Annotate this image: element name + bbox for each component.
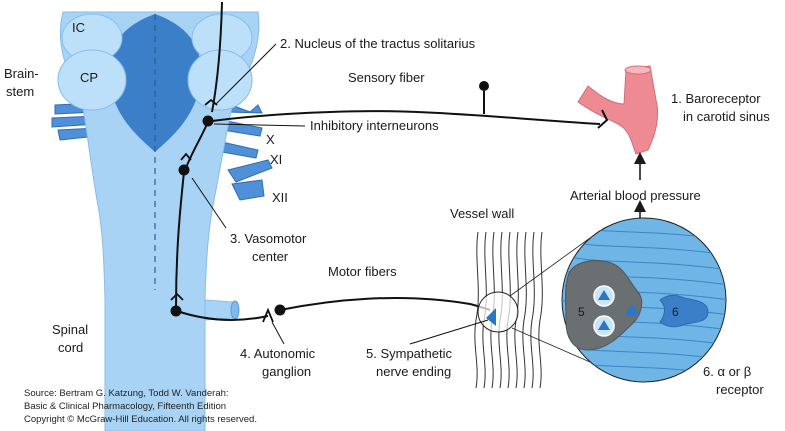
label-spinal-1: Spinal — [52, 322, 88, 337]
label-sympathetic-2: nerve ending — [376, 364, 451, 379]
label-receptor-1: 6. α or β — [703, 364, 751, 379]
spinal-cell-body — [171, 306, 182, 317]
label-baroreceptor-1: 1. Baroreceptor — [671, 91, 761, 106]
label-nerve-xii: XII — [272, 190, 288, 205]
inset-label-6: 6 — [672, 305, 679, 319]
nts-cell-body — [203, 116, 214, 127]
right-peduncle — [188, 50, 252, 110]
label-inhibitory: Inhibitory interneurons — [310, 118, 439, 133]
source-credit: Source: Bertram G. Katzung, Todd W. Vand… — [24, 388, 257, 425]
label-receptor-2: receptor — [716, 382, 764, 397]
label-ganglion-2: ganglion — [262, 364, 311, 379]
label-baroreceptor-2: in carotid sinus — [683, 109, 770, 124]
sympathetic-ending-zoom-circle — [478, 292, 518, 332]
carotid-artery — [578, 66, 658, 154]
source-line-3: Copyright © McGraw-Hill Education. All r… — [24, 414, 257, 425]
label-nerve-x: X — [266, 132, 275, 147]
label-vessel-wall: Vessel wall — [450, 206, 514, 221]
label-ic: IC — [72, 20, 85, 35]
label-nerve-xi: XI — [270, 152, 282, 167]
label-nts: 2. Nucleus of the tractus solitarius — [280, 36, 476, 51]
label-motor-fibers: Motor fibers — [328, 264, 397, 279]
vasomotor-cell-body — [179, 165, 190, 176]
source-line-2: Basic & Clinical Pharmacology, Fifteenth… — [24, 401, 226, 412]
label-sensory-fiber: Sensory fiber — [348, 70, 425, 85]
label-spinal-2: cord — [58, 340, 83, 355]
leader-sympathetic — [410, 320, 488, 344]
source-line-1: Source: Bertram G. Katzung, Todd W. Vand… — [24, 388, 229, 399]
label-vasomotor-1: 3. Vasomotor — [230, 231, 307, 246]
label-brainstem-1: Brain- — [4, 66, 39, 81]
label-sympathetic-1: 5. Sympathetic — [366, 346, 452, 361]
label-ganglion-1: 4. Autonomic — [240, 346, 316, 361]
ganglion-cell-body — [275, 305, 286, 316]
spinal-nerve-stub — [205, 300, 232, 320]
sensory-cell-body — [479, 81, 489, 91]
label-brainstem-2: stem — [6, 84, 34, 99]
label-vasomotor-2: center — [252, 249, 289, 264]
inset-label-5: 5 — [578, 305, 585, 319]
label-cp: CP — [80, 70, 98, 85]
leader-ganglion — [272, 322, 284, 344]
motor-fiber — [280, 298, 490, 310]
label-arterial-pressure: Arterial blood pressure — [570, 188, 701, 203]
